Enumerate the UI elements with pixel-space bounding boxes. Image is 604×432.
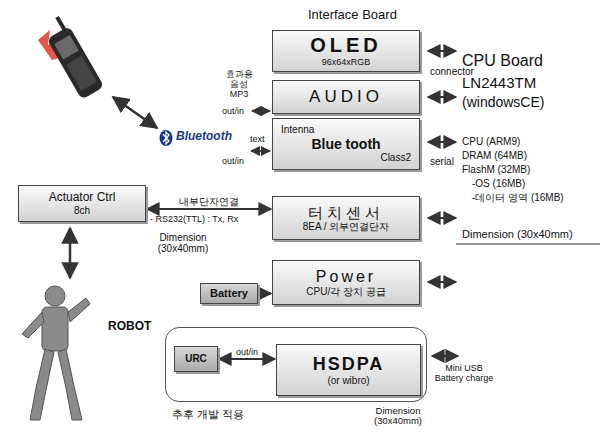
text-label: out/in (222, 156, 244, 166)
connector-arrow (259, 293, 271, 295)
text-label: LN2443TM (462, 74, 536, 91)
urc-box: URC (174, 346, 218, 372)
box-title: 추후 개발 적용 (172, 408, 244, 421)
text-label: FlashM (32MB) (462, 164, 530, 176)
robot-illustration (22, 286, 90, 420)
text-label: Dimension (30x40mm) (152, 232, 214, 254)
box-title: HSDPA (313, 354, 385, 375)
text-label: (windowsCE) (462, 94, 544, 110)
box-title: 터치센서 (308, 204, 384, 221)
touch-sensor-box: 터치센서8EA / 외부연결단자 (272, 196, 420, 240)
audio-box: AUDIO (272, 80, 420, 114)
text-label: Bluetooth (176, 130, 232, 144)
box-text: CPU/각 장치 공급 (306, 286, 385, 298)
text-label: 효과용 음성 MP3 (222, 70, 256, 100)
text-label: out/in (222, 106, 244, 116)
box-text: 8ch (74, 205, 90, 217)
box-title: Actuator Ctrl (49, 191, 116, 205)
bt-io-arrow (251, 150, 270, 152)
power-box: PowerCPU/각 장치 공급 (272, 260, 420, 305)
bluetooth-box: IntennaBlue toothClass2 (272, 118, 420, 170)
edge-label: out/in (235, 347, 259, 357)
box-title: AUDIO (309, 87, 383, 107)
actuator-box: Actuator Ctrl8ch (18, 185, 146, 222)
text-label: Mini USB Battery charge (432, 364, 496, 384)
hsdpa-box: HSDPA(or wibro) (276, 344, 421, 396)
text-label: -데이터 영역 (16MB) (472, 192, 564, 204)
box-text: (or wibro) (327, 375, 369, 387)
box-text: 8EA / 외부연결단자 (303, 221, 390, 233)
text-label: -OS (16MB) (472, 178, 525, 190)
edge-label: 내부단자연결 (178, 196, 240, 208)
oled-box: OLED96x64xRGB (272, 30, 420, 72)
text-label: Interface Board (308, 8, 397, 23)
future-group: 추후 개발 적용URCHSDPA(or wibro) (165, 327, 427, 402)
box-title: URC (185, 353, 207, 365)
connector-arrow (147, 208, 271, 210)
phone-illustration (38, 14, 104, 100)
text-label: text (250, 134, 265, 144)
text-label: Dimension (30x40mm) (462, 228, 573, 241)
box-title: Intenna (281, 124, 314, 136)
wireless-link-arrow (113, 97, 157, 128)
text-label: serial (430, 156, 454, 168)
box-text: Class2 (380, 152, 411, 164)
text-label: - RS232(TTL) : Tx, Rx (150, 214, 238, 224)
battery-box: Battery (200, 283, 258, 304)
text-label: DRAM (64MB) (462, 150, 527, 162)
box-text: 96x64xRGB (322, 57, 371, 67)
box-text: Blue tooth (311, 136, 380, 152)
text-label: CPU Board (462, 52, 543, 70)
underline (456, 244, 600, 245)
text-label: Dimension (30x40mm) (368, 406, 428, 427)
box-title: Power (316, 268, 376, 286)
audio-io-arrow (252, 110, 270, 112)
bluetooth-icon (160, 130, 173, 146)
box-title: Battery (210, 287, 248, 300)
text-label: ROBOT (108, 320, 151, 334)
text-label: CPU (ARM9) (462, 136, 520, 148)
robot-link-arrow (69, 228, 72, 278)
box-title: OLED (310, 34, 382, 57)
cpu-link-arrows (428, 51, 458, 356)
connector-arrow (219, 358, 275, 360)
